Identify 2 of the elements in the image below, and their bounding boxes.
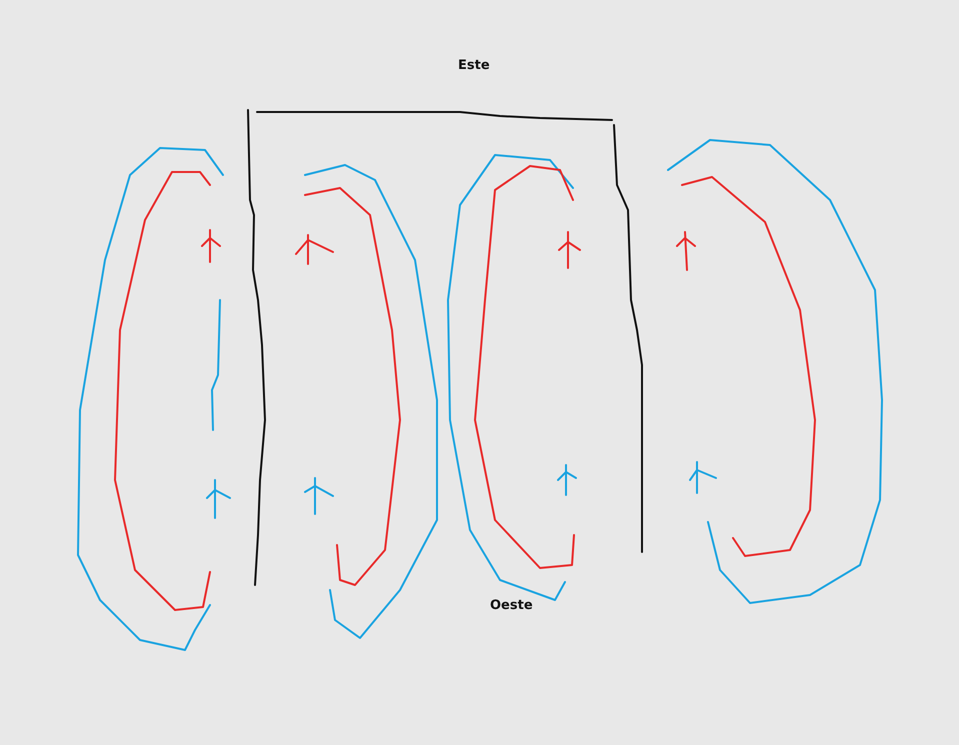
direction-label: Oeste (490, 598, 533, 613)
direction-label: Este (458, 58, 490, 73)
